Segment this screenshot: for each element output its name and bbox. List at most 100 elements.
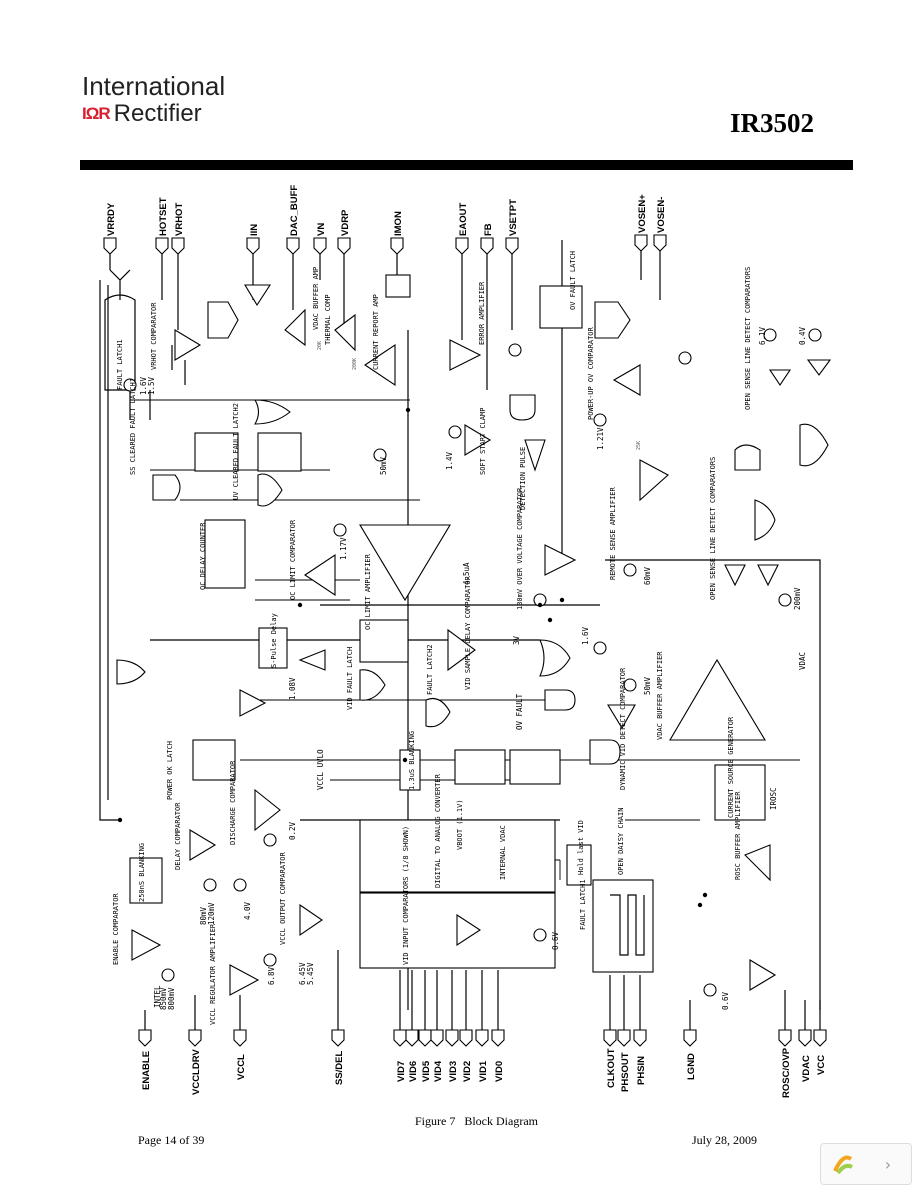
resistor-200k: 200K — [352, 358, 358, 370]
ref-850mv: 850mV — [159, 987, 168, 1010]
pin-label: PHSIN — [636, 1056, 647, 1085]
ref-3v: 3V — [512, 635, 521, 645]
vid-fault-latch-label: VID FAULT LATCH — [346, 647, 354, 710]
pin-vid2: VID2 — [459, 1029, 473, 1082]
pin-label: VID0 — [494, 1061, 505, 1082]
dac-label: DIGITAL TO ANALOG CONVERTER — [434, 773, 442, 888]
vccl-uvlo-label: VCCL UVLO — [316, 749, 325, 790]
pin-label: VID6 — [408, 1061, 419, 1082]
pin-label: VID2 — [462, 1061, 473, 1082]
ref-0-4v: 0.4V — [798, 326, 807, 345]
value-labels: 1.6V 1.5V 1.4V 1.21V 6.1V 0.4V 50mV 1.17… — [139, 326, 807, 1010]
remote-sense-label: REMOTE SENSE AMPLIFIER — [609, 486, 617, 580]
pin-label: VOSEN+ — [637, 194, 648, 233]
pin-label: HOTSET — [158, 197, 169, 236]
s-pulse-label: S-Pulse Delay — [270, 613, 278, 668]
pin-enable: ENABLE — [138, 1029, 152, 1090]
pin-label: VID5 — [421, 1060, 432, 1082]
brand-logo: International IΩR Rectifier — [82, 72, 242, 132]
pin-label: PHSOUT — [620, 1052, 631, 1092]
pin-vdac: VDAC — [798, 1029, 812, 1082]
ref-0-6v: 0.6V — [551, 931, 560, 950]
pin-label: VN — [316, 223, 327, 236]
pin-label: VSETPT — [508, 199, 519, 236]
pin-vid7: VID7 — [393, 1029, 407, 1082]
ref-50mv-b: 50mV — [643, 676, 652, 695]
pin-iin: IIN — [246, 224, 260, 255]
irosc-label: IROSC — [769, 787, 778, 810]
pin-vid0: VID0 — [491, 1029, 505, 1082]
pin-vid1: VID1 — [475, 1029, 489, 1082]
ref-5-45v: 5.45V — [306, 962, 315, 985]
pin-label: VID7 — [396, 1061, 407, 1082]
pin-label: VDRP — [340, 209, 351, 236]
discharge-label: DISCHARGE COMPARATOR — [229, 760, 237, 845]
pin-vrrdy: VRRDY — [103, 202, 117, 255]
ref-1-6v: 1.6V — [139, 376, 148, 395]
current-source-label: CURRENT SOURCE GENERATOR — [727, 716, 735, 818]
open-daisy-label: OPEN DAISY CHAIN — [617, 808, 625, 875]
pin-clkout: CLKOUT — [603, 1029, 617, 1088]
pin-label: LGND — [686, 1053, 697, 1080]
pin-vsetpt: VSETPT — [505, 199, 519, 255]
detection-pulse-label: DETECTION PULSE — [519, 447, 527, 510]
pin-ss-del: SS/DEL — [331, 1029, 345, 1085]
soft-start-label: SOFT START CLAMP — [479, 408, 487, 475]
vid-input-label: VID INPUT COMPARATORS (1/8 SHOWN) — [402, 826, 410, 965]
pin-fb: FB — [480, 223, 494, 255]
pin-label: ROSC/OVP — [781, 1047, 792, 1098]
error-amplifier-label: ERROR AMPLIFIER — [478, 281, 486, 345]
bottom-pins: ENABLE VCCLDRV VCCL SS/DEL VID7 VID6 VID… — [138, 1029, 827, 1098]
pin-vdrp: VDRP — [337, 209, 351, 255]
pin-vccldrv: VCCLDRV — [188, 1029, 202, 1095]
ref-800mv: 800mV — [167, 987, 176, 1010]
pin-label: VRHOT — [174, 203, 185, 236]
vrhot-comparator-label: VRHOT COMPARATOR — [150, 302, 158, 370]
pin-label: VID3 — [448, 1061, 459, 1082]
blanking-1-3-label: 1.3uS BLANKING — [408, 731, 416, 790]
vccl-output-label: VCCL OUTPUT COMPARATOR — [279, 851, 287, 945]
ref-1-08v: 1.08V — [288, 677, 297, 700]
viewer-nav[interactable]: › — [820, 1143, 912, 1185]
current-report-label: CURRENT REPORT AMP — [372, 294, 380, 370]
pin-vosen-minus: VOSEN- — [653, 197, 667, 252]
pin-label: SS/DEL — [334, 1050, 345, 1085]
hold-last-vid-label: Hold last VID — [577, 820, 585, 875]
pin-vid3: VID3 — [445, 1029, 459, 1082]
ref-1-17v: 1.17V — [339, 537, 348, 560]
vdac-buffer-amp-label: VDAC BUFFER AMPLIFIER — [656, 651, 664, 740]
vccl-reg-label: VCCL REGULATOR AMPLIFIER — [209, 923, 217, 1025]
pin-label: VCC — [816, 1055, 827, 1075]
pin-vrhot: VRHOT — [171, 203, 185, 255]
ss-cleared-label: SS CLEARED FAULT LATCH1 — [129, 378, 137, 475]
pin-vcc: VCC — [813, 1029, 827, 1075]
buffer-amp-label: VDAC BUFFER AMP — [312, 267, 320, 330]
pin-vid5: VID5 — [418, 1029, 432, 1082]
pin-vn: VN — [313, 223, 327, 255]
pin-hotset: HOTSET — [155, 197, 169, 255]
next-page-chevron-icon[interactable]: › — [884, 1154, 892, 1174]
vdac-net-label: VDAC — [798, 652, 807, 670]
power-up-ov-label: POWER-UP OV COMPARATOR — [587, 326, 595, 420]
ref-1-6v-b: 1.6V — [581, 626, 590, 645]
resistor-25k: 25K — [636, 441, 642, 450]
pin-imon: IMON — [390, 211, 404, 255]
block-labels: VRHOT COMPARATOR FAULT LATCH1 SS CLEARED… — [112, 251, 752, 1025]
oc-limit-amp-label: OC LIMIT AMPLIFIER — [364, 553, 372, 630]
page-number: Page 14 of 39 — [138, 1133, 205, 1147]
ref-1-4v: 1.4V — [445, 451, 454, 470]
current-4-5ua: 4.5uA — [462, 562, 471, 585]
pin-label: FB — [483, 223, 494, 236]
pin-vid4: VID4 — [430, 1029, 444, 1082]
pin-eaout: EAOUT — [455, 203, 469, 255]
blanking-label: 250nS BLANKING — [138, 843, 146, 902]
pin-vid6: VID6 — [405, 1029, 419, 1082]
oc-delay-label: OC DELAY COUNTER — [199, 522, 207, 590]
pin-label: CLKOUT — [606, 1048, 617, 1088]
power-ok-label: POWER OK LATCH — [166, 741, 174, 800]
ref-60mv: 60mV — [643, 566, 652, 585]
ref-6-8v: 6.8V — [267, 966, 276, 985]
figure-caption: Figure 7 Block Diagram — [415, 1114, 538, 1128]
viewer-logo-icon — [821, 1145, 865, 1183]
delay-comp-label: DELAY COMPARATOR — [174, 802, 182, 870]
